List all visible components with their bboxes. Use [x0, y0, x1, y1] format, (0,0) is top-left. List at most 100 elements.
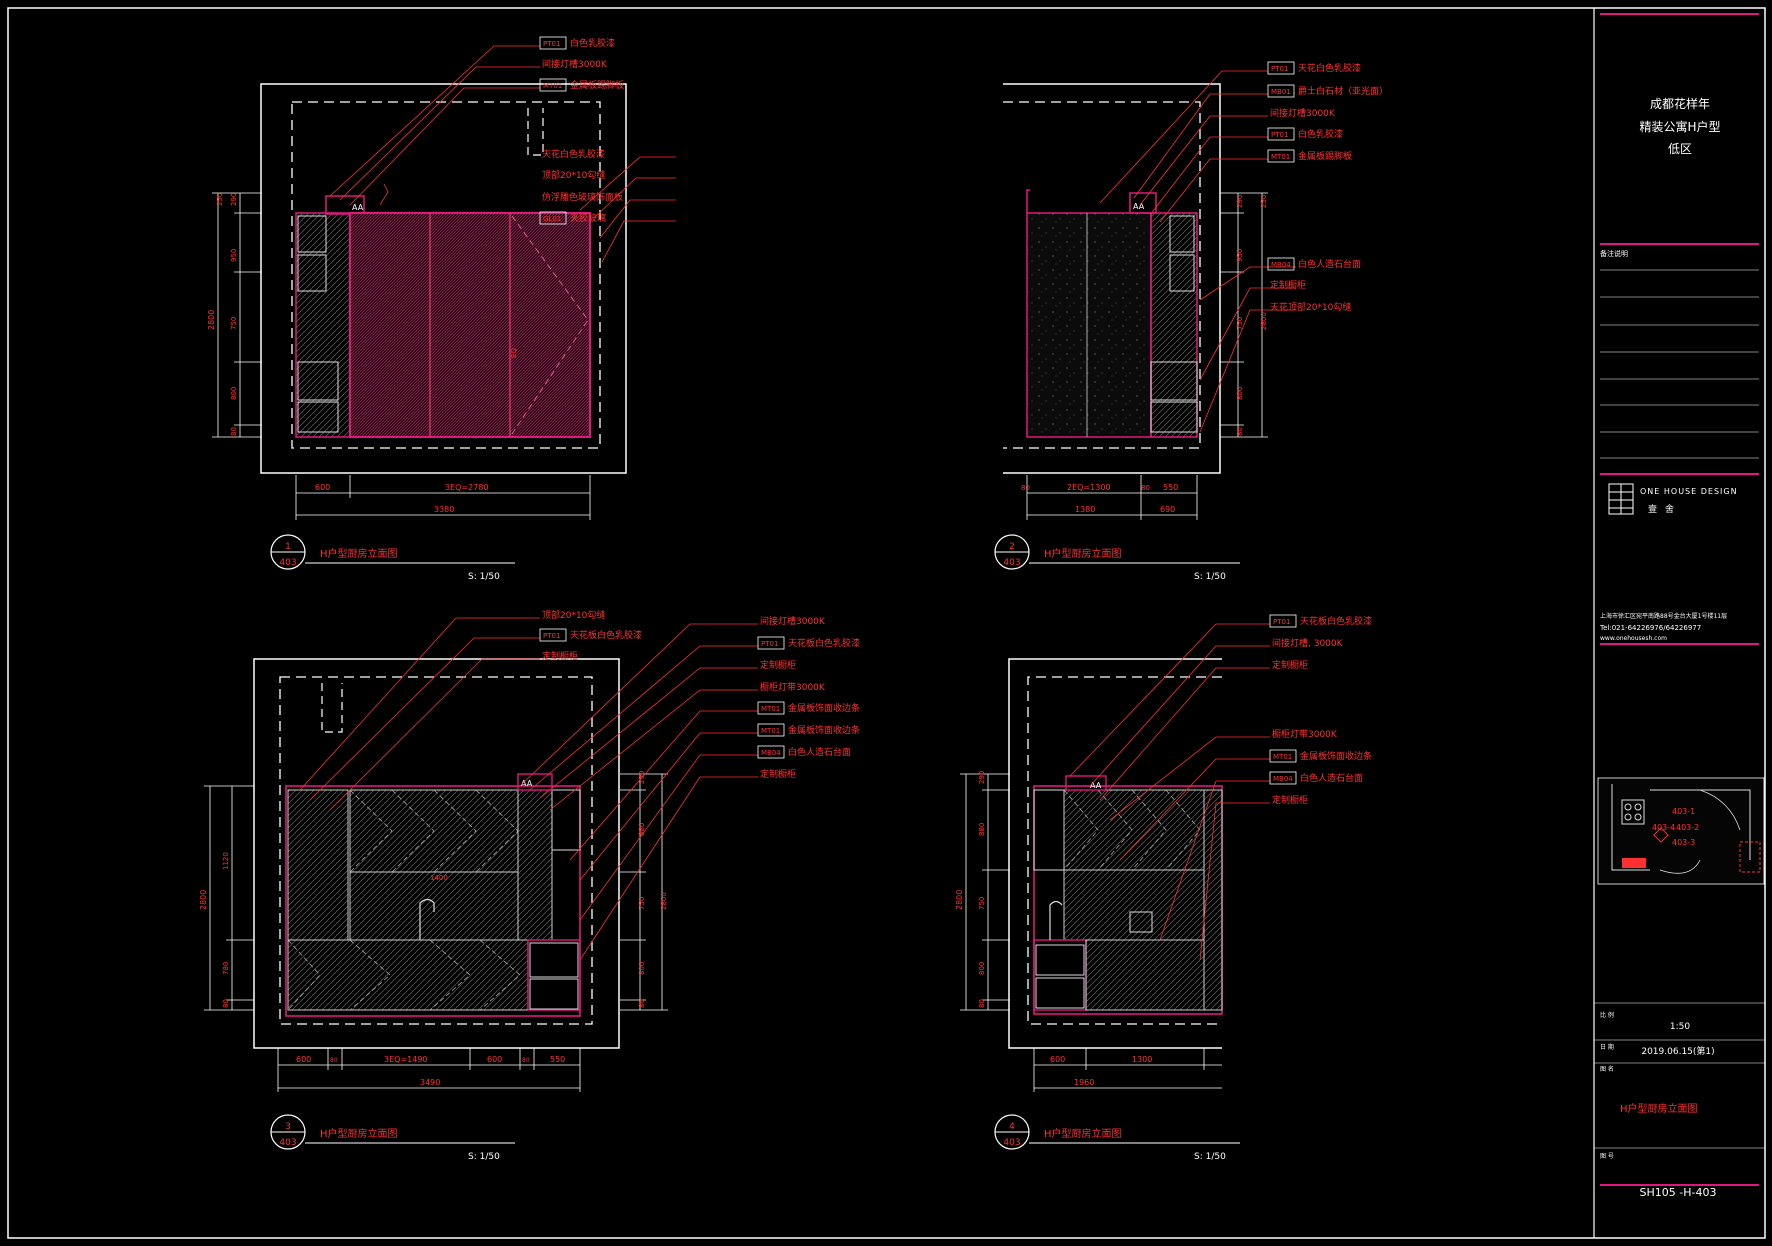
callout-code: PT01 [761, 640, 778, 648]
callout-note: 金属板踢脚板 [1298, 150, 1352, 162]
sheet-border [7, 7, 1766, 1239]
view-2-title: H户型厨房立面图 [1044, 547, 1122, 560]
callout-note: 天花板白色乳胶漆 [788, 637, 860, 649]
callout-code-box [1269, 749, 1297, 763]
svg-text:3EQ=2780: 3EQ=2780 [445, 483, 489, 492]
svg-text:AA: AA [352, 203, 364, 212]
company-web: www.onehousesh.com [1600, 635, 1667, 642]
callout-note: 金属板饰面收边条 [788, 724, 860, 736]
callout-code-box [1267, 257, 1295, 271]
svg-text:3EQ=1490: 3EQ=1490 [384, 1055, 428, 1064]
view-3-scale: S: 1/50 [468, 1152, 500, 1162]
svg-text:690: 690 [1160, 505, 1175, 514]
callout-note: 天花白色乳胶漆 [1298, 62, 1361, 74]
project-name: 成都花样年 [1650, 96, 1710, 111]
svg-text:800: 800 [1236, 387, 1244, 400]
view-1-number: 1 [285, 542, 291, 552]
svg-text:2EQ=1300: 2EQ=1300 [1067, 483, 1111, 492]
svg-text:600: 600 [487, 1055, 502, 1064]
callout-code: PT01 [1271, 131, 1288, 139]
callout-note: 定制橱柜 [542, 650, 578, 662]
elevation-view-2: AA 290 250 950 750 800 2800 80 8 [994, 61, 1388, 582]
svg-text:80: 80 [638, 999, 646, 1008]
keyplan-label-4: 403-4 [1652, 823, 1675, 832]
date-label: 日 期 [1600, 1043, 1614, 1051]
svg-text:880: 880 [638, 823, 646, 836]
callout-code: PT01 [1273, 618, 1290, 626]
callout-note: 间接灯槽3000K [542, 58, 608, 70]
callout-code: PT01 [543, 40, 560, 48]
callout-code-box [1267, 61, 1295, 75]
callout-code-box [1267, 149, 1295, 163]
callout-code-box [1269, 771, 1297, 785]
callout-note: 天花顶部20*10勾缝 [1270, 301, 1351, 313]
callout-note: 白色乳胶漆 [1298, 128, 1343, 140]
callout-note: 天花板白色乳胶漆 [1300, 615, 1372, 627]
callout-note: 天花板白色乳胶漆 [570, 629, 642, 641]
view-1-scale: S: 1/50 [468, 572, 500, 582]
svg-text:2800: 2800 [1260, 312, 1268, 330]
svg-text:950: 950 [1236, 249, 1244, 262]
callout-note: 白色人造石台面 [1298, 258, 1361, 270]
svg-text:1300: 1300 [1132, 1055, 1152, 1064]
svg-text:600: 600 [1050, 1055, 1065, 1064]
callout-note: 橱柜灯带3000K [1272, 728, 1338, 740]
callout-code: PT01 [1271, 65, 1288, 73]
elevation-view-1: AA EQ 2800 290 950 750 800 80 250 [207, 36, 676, 582]
svg-text:80: 80 [330, 1057, 338, 1064]
svg-text:800: 800 [230, 387, 238, 400]
svg-text:EQ: EQ [510, 348, 518, 358]
callout-note: 定制橱柜 [1270, 279, 1306, 291]
view-4-number: 4 [1009, 1122, 1015, 1132]
callout-note: 金属板饰面收边条 [788, 702, 860, 714]
callout-note: 间接灯槽3000K [1270, 107, 1336, 119]
callout-note: 定制橱柜 [760, 659, 796, 671]
callout-note: 夹胶玻璃 [570, 212, 606, 224]
elevation-view-3: AA 1400 2800 112 [199, 609, 860, 1162]
callout-code-box [1267, 84, 1295, 98]
callout-note: 间接灯槽3000K [760, 615, 826, 627]
callout-code: MB04 [1271, 261, 1291, 269]
callout-code-box [539, 78, 567, 92]
callout-code: MT01 [543, 82, 562, 90]
view-4-scale: S: 1/50 [1194, 1152, 1226, 1162]
view-1-title: H户型厨房立面图 [320, 547, 398, 560]
view-2-sheet-ref: 403 [1003, 558, 1020, 568]
project-zone: 低区 [1668, 142, 1692, 156]
svg-text:1400: 1400 [430, 874, 448, 882]
svg-text:80: 80 [1021, 484, 1030, 492]
company-name: ONE HOUSE DESIGN [1640, 487, 1738, 496]
callout-note: 爵士白石材（亚光面） [1298, 85, 1388, 97]
date-value: 2019.06.15(第1) [1641, 1045, 1714, 1057]
svg-text:880: 880 [978, 823, 986, 836]
scale-label: 比 例 [1600, 1011, 1614, 1019]
callout-note: 白色人造石台面 [788, 746, 851, 758]
callout-code-box [1267, 127, 1295, 141]
elevation-view-4: AA 290 880 2800 750 800 80 [955, 614, 1372, 1162]
svg-text:750: 750 [638, 897, 646, 910]
callout-code-box [757, 745, 785, 759]
notes-label: 备注说明 [1600, 249, 1628, 258]
scale-value: 1:50 [1670, 1022, 1690, 1032]
callout-note: 间接灯槽, 3000K [1272, 637, 1344, 649]
view-4-sheet-ref: 403 [1003, 1138, 1020, 1148]
drawing-name: H户型厨房立面图 [1620, 1102, 1698, 1115]
svg-text:290: 290 [978, 771, 986, 784]
svg-text:780: 780 [222, 962, 230, 975]
svg-text:750: 750 [1236, 317, 1244, 330]
callout-code: GL01 [543, 215, 561, 223]
callout-note: 白色乳胶漆 [570, 37, 615, 49]
callout-code-box [757, 723, 785, 737]
view-1-sheet-ref: 403 [279, 558, 296, 568]
callout-code-box [757, 636, 785, 650]
svg-text:290: 290 [1236, 195, 1244, 208]
svg-text:1960: 1960 [1074, 1078, 1094, 1087]
callout-note: 定制橱柜 [760, 768, 796, 780]
company-logo [1608, 483, 1634, 515]
callout-code-box [539, 628, 567, 642]
callout-note: 顶部20*10勾缝 [542, 609, 605, 621]
callout-note: 金属板饰面收边条 [1300, 750, 1372, 762]
svg-text:80: 80 [230, 427, 238, 436]
